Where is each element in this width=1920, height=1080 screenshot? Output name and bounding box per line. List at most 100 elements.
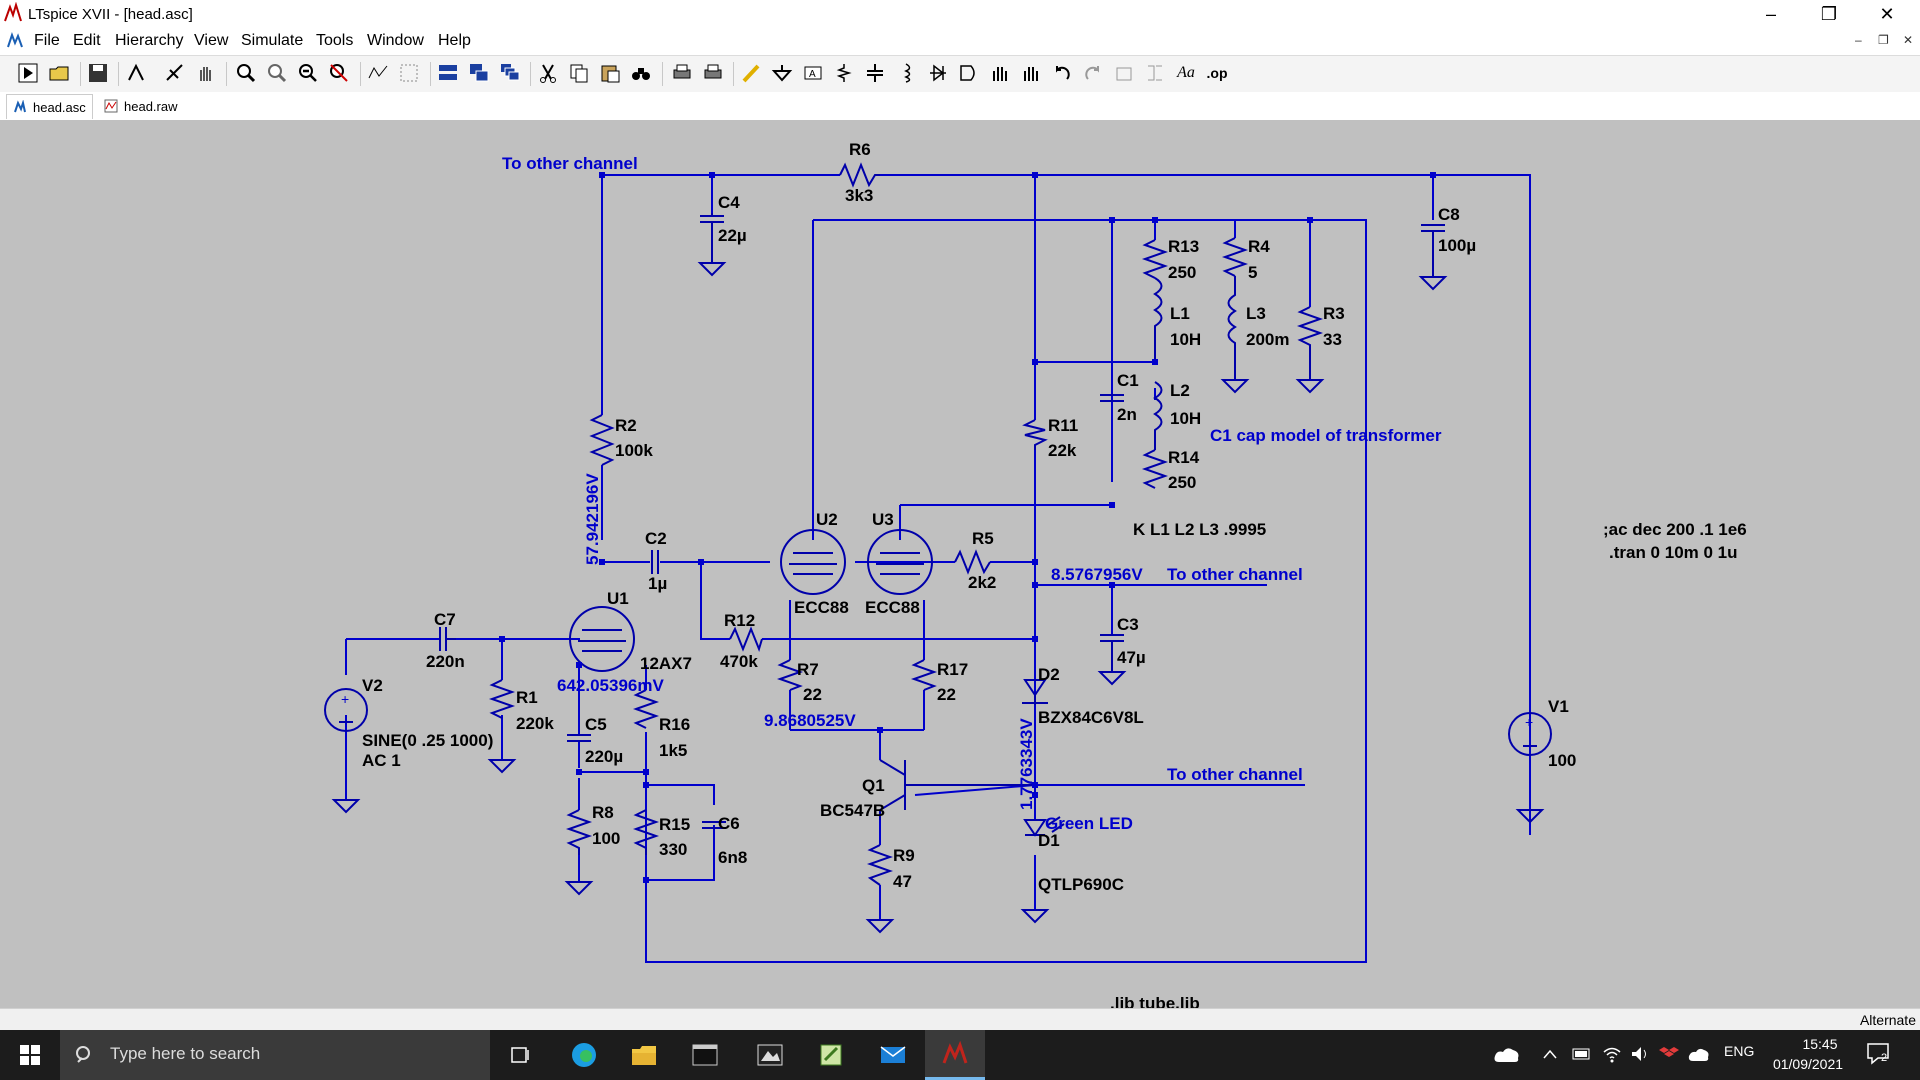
taskbar-search-box[interactable]: Type here to search: [60, 1030, 490, 1080]
tile-vertical-icon[interactable]: [465, 59, 493, 87]
task-view-button[interactable]: [490, 1030, 550, 1080]
resistor-r4[interactable]: [1221, 237, 1249, 277]
print-icon[interactable]: [668, 59, 696, 87]
resistor-icon[interactable]: [830, 59, 858, 87]
resistor-r1[interactable]: [488, 679, 516, 719]
zoom-out-icon[interactable]: [294, 59, 322, 87]
resistor-r7[interactable]: [776, 659, 804, 691]
battery-icon[interactable]: [1572, 1047, 1592, 1061]
run-icon[interactable]: [14, 59, 42, 87]
text-icon[interactable]: Aa: [1177, 64, 1195, 81]
document-icon[interactable]: [6, 32, 24, 50]
schematic-canvas[interactable]: + +: [0, 120, 1920, 1013]
halt-icon[interactable]: [161, 59, 189, 87]
resistor-r12[interactable]: [729, 626, 763, 653]
minimize-button[interactable]: –: [1765, 4, 1776, 24]
capacitor-c5[interactable]: [567, 734, 591, 742]
taskbar-app-terminal[interactable]: [675, 1030, 735, 1080]
taskbar-app-mail[interactable]: [863, 1030, 923, 1080]
voltage-source-v1[interactable]: +: [1508, 712, 1552, 756]
capacitor-c7[interactable]: [439, 627, 456, 651]
language-indicator[interactable]: ENG: [1724, 1043, 1755, 1059]
menu-help[interactable]: Help: [438, 32, 471, 49]
dropbox-icon[interactable]: [1659, 1045, 1679, 1063]
zoom-fit-icon[interactable]: [325, 59, 353, 87]
capacitor-c6[interactable]: [702, 821, 726, 829]
move-hand-icon[interactable]: [986, 59, 1014, 87]
tube-u1[interactable]: [569, 606, 635, 672]
zoom-pan-icon[interactable]: [263, 59, 291, 87]
notification-center-button[interactable]: 2: [1866, 1042, 1892, 1066]
transistor-q1[interactable]: [879, 759, 1035, 820]
resistor-r3[interactable]: [1296, 306, 1324, 380]
menu-hierarchy[interactable]: Hierarchy: [115, 32, 184, 49]
control-panel-icon[interactable]: [122, 59, 150, 87]
mirror-icon[interactable]: [1141, 59, 1169, 87]
find-binoculars-icon[interactable]: [627, 59, 655, 87]
resistor-r15[interactable]: [632, 809, 660, 855]
tile-horizontal-icon[interactable]: [434, 59, 462, 87]
capacitor-icon[interactable]: [861, 59, 889, 87]
led-diode-d1[interactable]: [1023, 816, 1065, 837]
label-net-icon[interactable]: A: [799, 59, 827, 87]
print-preview-icon[interactable]: [699, 59, 727, 87]
menu-window[interactable]: Window: [367, 32, 424, 49]
show-hidden-icons-chevron-icon[interactable]: [1542, 1047, 1558, 1061]
taskbar-app-explorer[interactable]: [614, 1030, 674, 1080]
resistor-r2[interactable]: [589, 414, 615, 466]
save-icon[interactable]: [84, 59, 112, 87]
cut-icon[interactable]: [534, 59, 562, 87]
taskbar-app-edge[interactable]: [554, 1030, 614, 1080]
autorange-icon[interactable]: [364, 59, 392, 87]
onedrive-cloud-icon[interactable]: [1493, 1044, 1521, 1064]
zoom-back-icon[interactable]: [395, 59, 423, 87]
menu-edit[interactable]: Edit: [73, 32, 101, 49]
zoom-in-icon[interactable]: [232, 59, 260, 87]
resistor-r9[interactable]: [866, 844, 894, 886]
directive-tran[interactable]: .tran 0 10m 0 1u: [1609, 543, 1738, 562]
draw-wire-icon[interactable]: [737, 59, 765, 87]
redo-icon[interactable]: [1079, 59, 1107, 87]
capacitor-c2[interactable]: [651, 550, 659, 574]
cloud-upload-icon[interactable]: [1688, 1045, 1710, 1063]
resistor-r11[interactable]: [1022, 419, 1048, 450]
resistor-r5[interactable]: [954, 549, 991, 575]
close-button[interactable]: ✕: [1879, 4, 1895, 24]
tab-head-raw[interactable]: head.raw: [98, 94, 183, 118]
menu-file[interactable]: File: [34, 32, 60, 49]
resistor-r16[interactable]: [632, 689, 660, 729]
resistor-r17[interactable]: [910, 659, 938, 691]
resistor-r14[interactable]: [1141, 449, 1169, 489]
open-folder-icon[interactable]: [45, 59, 73, 87]
directive-coupling[interactable]: K L1 L2 L3 .9995: [1133, 520, 1266, 539]
resistor-r13[interactable]: [1141, 239, 1169, 279]
mdi-close-button[interactable]: ✕: [1903, 33, 1914, 47]
inductor-l2[interactable]: [1153, 381, 1163, 450]
volume-icon[interactable]: [1630, 1045, 1650, 1063]
copy-icon[interactable]: [565, 59, 593, 87]
inductor-l3[interactable]: [1227, 276, 1237, 380]
menu-simulate[interactable]: Simulate: [241, 32, 304, 49]
cascade-icon[interactable]: [496, 59, 524, 87]
component-icon[interactable]: [955, 59, 983, 87]
wifi-icon[interactable]: [1602, 1045, 1622, 1063]
drag-hand-icon[interactable]: [1017, 59, 1045, 87]
spice-directive-icon[interactable]: .op: [1206, 65, 1228, 81]
capacitor-c1[interactable]: [1100, 394, 1124, 402]
undo-icon[interactable]: [1048, 59, 1076, 87]
menu-view[interactable]: View: [194, 32, 229, 49]
capacitor-c8[interactable]: [1421, 224, 1445, 277]
diode-icon[interactable]: [924, 59, 952, 87]
mdi-minimize-button[interactable]: –: [1855, 33, 1862, 47]
zener-diode-d2[interactable]: [1022, 679, 1048, 705]
restore-button[interactable]: ❐: [1820, 4, 1838, 24]
resistor-r8[interactable]: [565, 809, 593, 855]
ground-icon[interactable]: [768, 59, 796, 87]
capacitor-c3[interactable]: [1100, 634, 1124, 672]
clock-time[interactable]: 15:45: [1802, 1036, 1838, 1052]
start-button[interactable]: [0, 1030, 60, 1080]
tube-u2[interactable]: [780, 529, 846, 595]
taskbar-app-editor[interactable]: [801, 1030, 861, 1080]
voltage-source-v2[interactable]: +: [324, 688, 368, 732]
capacitor-c4[interactable]: [700, 213, 724, 263]
